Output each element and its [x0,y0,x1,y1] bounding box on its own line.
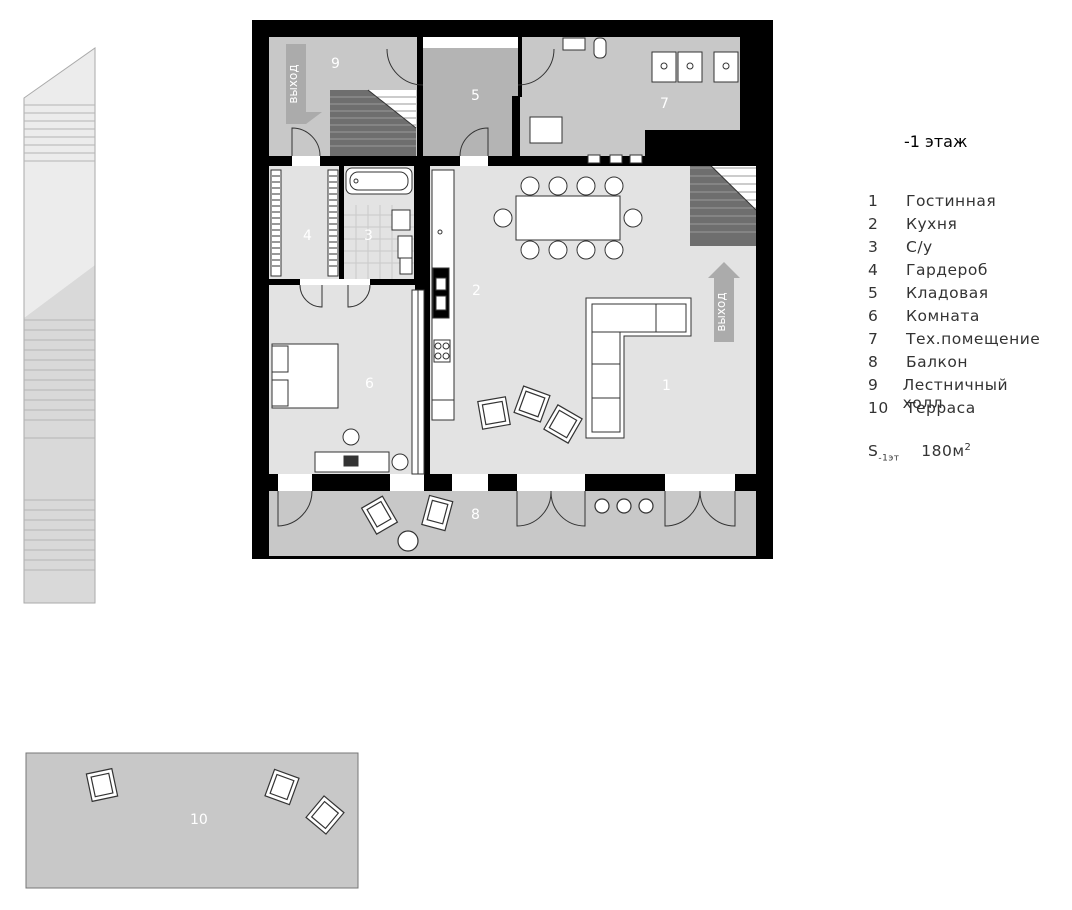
room-label-3: 3 [364,228,373,244]
legend-item: 1 Гостинная [868,192,1040,215]
room-label-1: 1 [662,378,671,394]
area-value: 180 [921,442,953,461]
legend-item: 7 Тех.помещение [868,330,1040,353]
legend-number: 2 [868,215,879,233]
legend-number: 4 [868,261,879,279]
tech-appliances [529,37,739,164]
balcony-furniture [360,494,654,552]
legend-item: 8 Балкон [868,353,1040,376]
floor-title: -1 этаж [904,132,968,151]
exit-label: выход [714,292,728,331]
area-unit: м [952,442,965,461]
legend-number: 3 [868,238,879,256]
legend-number: 1 [868,192,879,210]
kitchen-counter [431,169,455,421]
exit-arrow-hall: выход [286,44,322,124]
room-label-7: 7 [660,96,669,112]
legend-number: 7 [868,330,879,348]
bedroom-furniture [271,343,409,473]
area-power: 2 [964,442,972,453]
armchairs [477,385,583,444]
doors [277,37,736,527]
dining-set [493,176,643,260]
legend-label: Комната [906,307,980,325]
room-label-8: 8 [471,507,480,523]
side-section [23,47,96,604]
room-label-9: 9 [331,56,340,72]
legend-item: 10 Терраса [868,399,1040,422]
legend-number: 10 [868,399,889,417]
legend-number: 5 [868,284,879,302]
legend-label: Кладовая [906,284,989,302]
legend-label: Гардероб [906,261,988,279]
terrace [25,752,359,889]
room-label-6: 6 [365,376,374,392]
legend-item: 9 Лестничный холл [868,376,1040,412]
legend-item: 5 Кладовая [868,284,1040,307]
legend-item: 6 Комната [868,307,1040,330]
legend-label: Гостинная [906,192,997,210]
area-subscript: -1эт [878,453,900,464]
legend-item: 4 Гардероб [868,261,1040,284]
legend-label: Балкон [906,353,969,371]
legend-number: 6 [868,307,879,325]
stairs-living [690,159,757,246]
wardrobe-racks [270,169,339,277]
exit-label: выход [286,64,300,103]
floor-area: S-1эт 180м2 [868,442,971,463]
room-label-4: 4 [303,228,312,244]
bathroom-fixtures [345,167,413,275]
room-labels: 1 2 3 4 5 6 7 8 9 10 [190,56,671,828]
legend-label: Терраса [906,399,976,417]
legend-number: 9 [868,376,879,394]
legend-label: С/у [906,238,933,256]
area-symbol: S [868,442,879,461]
legend-label: Тех.помещение [906,330,1041,348]
legend-number: 8 [868,353,879,371]
room-label-5: 5 [471,88,480,104]
legend-label: Кухня [906,215,958,233]
exit-arrow-living: выход [708,262,740,342]
legend-list: 1 Гостинная 2 Кухня 3 С/у 4 Гардероб 5 Кладовая 6 К… [868,192,1040,422]
room6-closet [411,289,425,475]
legend-item: 2 Кухня [868,215,1040,238]
corner-sofa [585,297,692,439]
legend-label: Лестничный холл [902,376,1009,412]
legend-item: 3 С/у [868,238,1040,261]
stairs-hall [330,89,417,156]
room-label-10: 10 [190,812,208,828]
room-label-2: 2 [472,283,481,299]
